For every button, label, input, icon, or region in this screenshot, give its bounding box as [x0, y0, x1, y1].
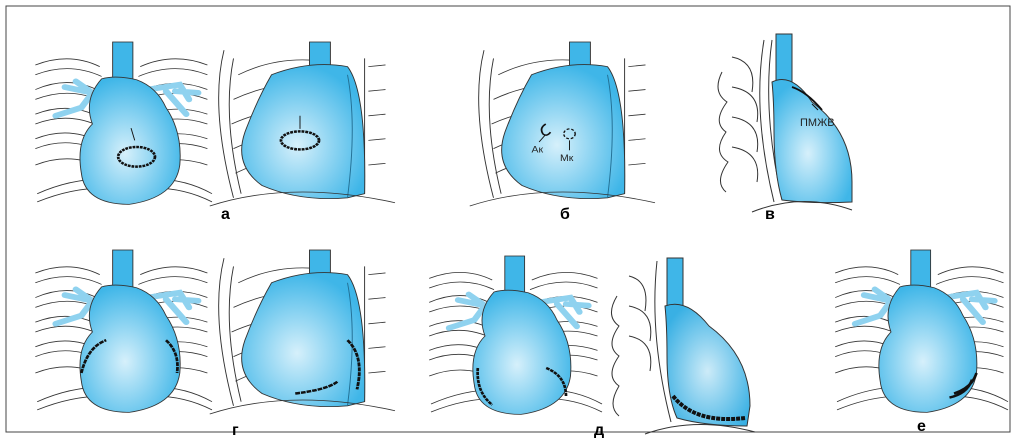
panel-label-a: а — [221, 206, 230, 223]
panel-g-lateral-view — [210, 250, 395, 414]
label-mk: Мк — [560, 154, 574, 164]
panel-d-frontal-view — [429, 256, 602, 414]
label-pmzhv: ПМЖВ — [800, 117, 835, 129]
panel-a-lateral-view — [210, 42, 395, 206]
panel-label-v: в — [765, 206, 775, 223]
panel-b-lateral-view: Ак Мк — [470, 42, 655, 206]
panel-label-b: б — [560, 206, 570, 223]
panel-e-frontal-view — [835, 250, 1008, 412]
panel-label-g: г — [232, 422, 239, 438]
panel-label-e: е — [917, 418, 926, 435]
panel-g-frontal-view — [35, 250, 212, 412]
panel-d-lateral-view — [611, 258, 755, 434]
panel-a-frontal-view — [35, 42, 212, 204]
panel-v-lateral-view: ПМЖВ — [718, 34, 852, 212]
label-ak: Ак — [532, 145, 544, 155]
panel-label-d: д — [594, 422, 604, 438]
